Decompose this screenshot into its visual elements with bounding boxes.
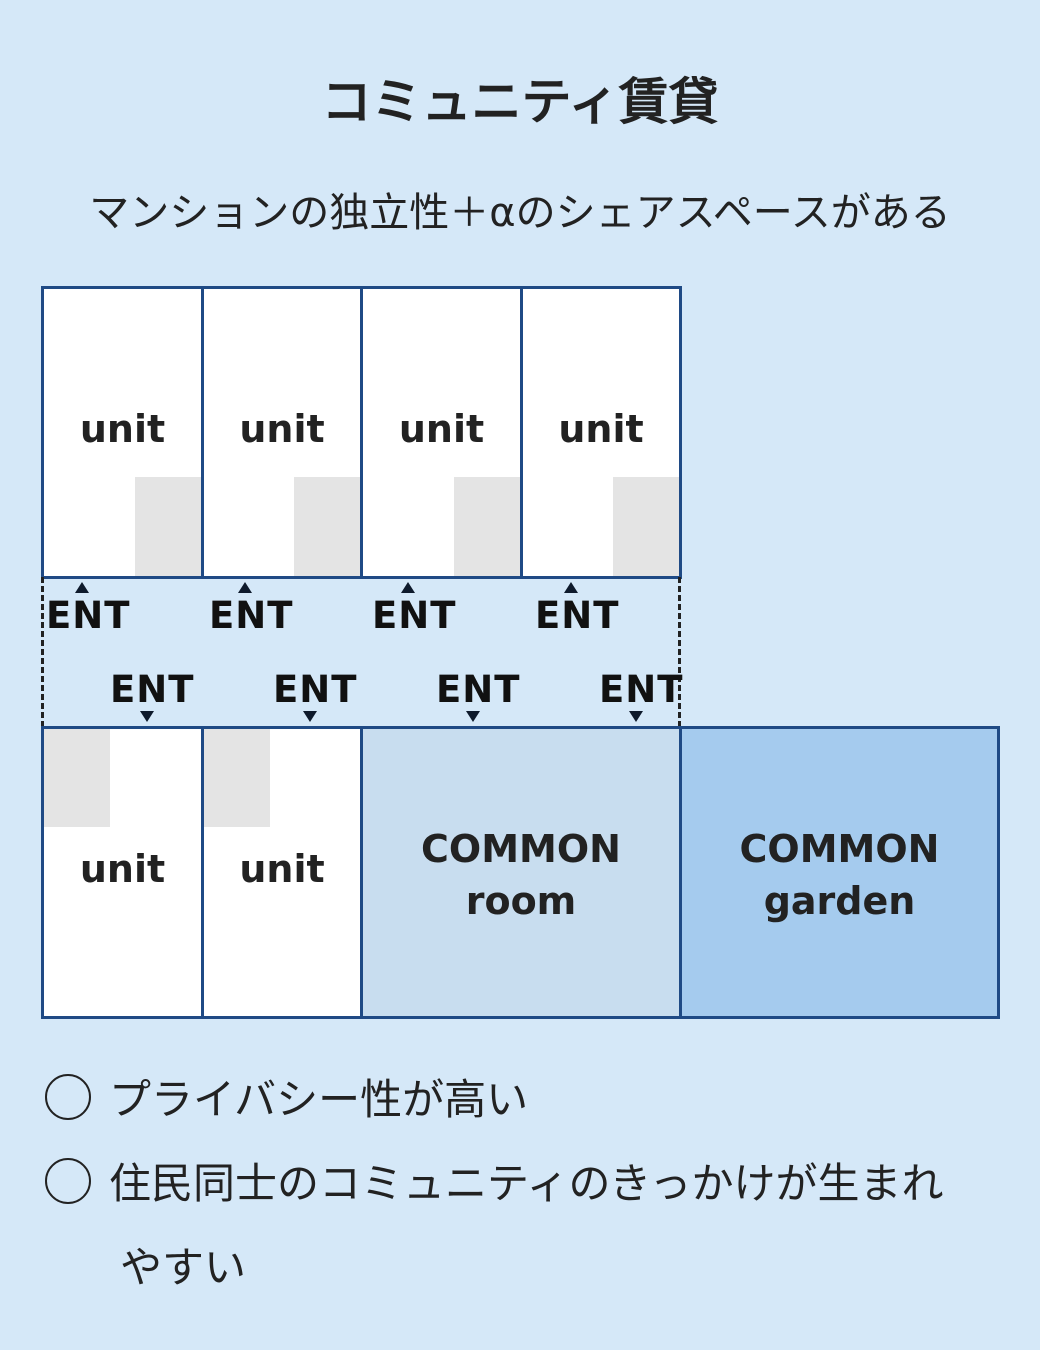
door-area xyxy=(294,477,360,576)
arrow-down-icon xyxy=(629,711,643,722)
entrance-label: ENT xyxy=(273,668,358,711)
arrow-up-icon xyxy=(564,582,578,593)
door-area xyxy=(454,477,520,576)
unit-bottom-1: unit xyxy=(41,726,204,1019)
unit-top-3: unit xyxy=(360,286,523,579)
common-room: COMMON room xyxy=(360,726,682,1019)
unit-bottom-2: unit xyxy=(201,726,363,1019)
arrow-up-icon xyxy=(75,582,89,593)
unit-top-4: unit xyxy=(520,286,682,579)
unit-label: unit xyxy=(239,407,325,451)
door-area xyxy=(44,729,110,827)
circle-icon xyxy=(45,1157,91,1204)
entrance-label: ENT xyxy=(46,594,131,637)
door-area xyxy=(613,477,679,576)
common-garden: COMMON garden xyxy=(679,726,1000,1019)
arrow-down-icon xyxy=(140,711,154,722)
door-area xyxy=(204,729,270,827)
entrance-label: ENT xyxy=(209,594,294,637)
unit-label: unit xyxy=(79,407,166,451)
point-text: 住民同士のコミュニティのきっかけが生まれ xyxy=(109,1159,944,1208)
common-room-label-1: COMMON xyxy=(421,827,621,871)
entrance-label: ENT xyxy=(535,594,620,637)
common-garden-label-1: COMMON xyxy=(739,827,940,871)
common-garden-label-2: garden xyxy=(763,879,916,923)
unit-label: unit xyxy=(398,407,485,451)
common-room-label-2: room xyxy=(465,879,577,923)
unit-top-1: unit xyxy=(41,286,204,579)
unit-label: unit xyxy=(79,847,166,891)
door-area xyxy=(135,477,201,576)
subtitle: マンションの独立性＋αのシェアスペースがある xyxy=(89,190,951,236)
point-text-continued: やすい xyxy=(120,1243,247,1292)
arrow-down-icon xyxy=(466,711,480,722)
title: コミュニティ賃貸 xyxy=(321,73,719,131)
unit-label: unit xyxy=(558,407,644,451)
point-item: 住民同士のコミュニティのきっかけが生まれ xyxy=(45,1150,944,1211)
unit-label: unit xyxy=(239,847,325,891)
arrow-down-icon xyxy=(303,711,317,722)
arrow-up-icon xyxy=(401,582,415,593)
point-item: プライバシー性が高い xyxy=(45,1066,528,1127)
unit-top-2: unit xyxy=(201,286,363,579)
circle-icon xyxy=(45,1073,91,1120)
arrow-up-icon xyxy=(238,582,252,593)
point-text: プライバシー性が高い xyxy=(109,1075,529,1124)
entrance-label: ENT xyxy=(110,668,195,711)
corridor xyxy=(41,577,681,727)
entrance-label: ENT xyxy=(599,668,684,711)
entrance-label: ENT xyxy=(372,594,457,637)
entrance-label: ENT xyxy=(436,668,521,711)
